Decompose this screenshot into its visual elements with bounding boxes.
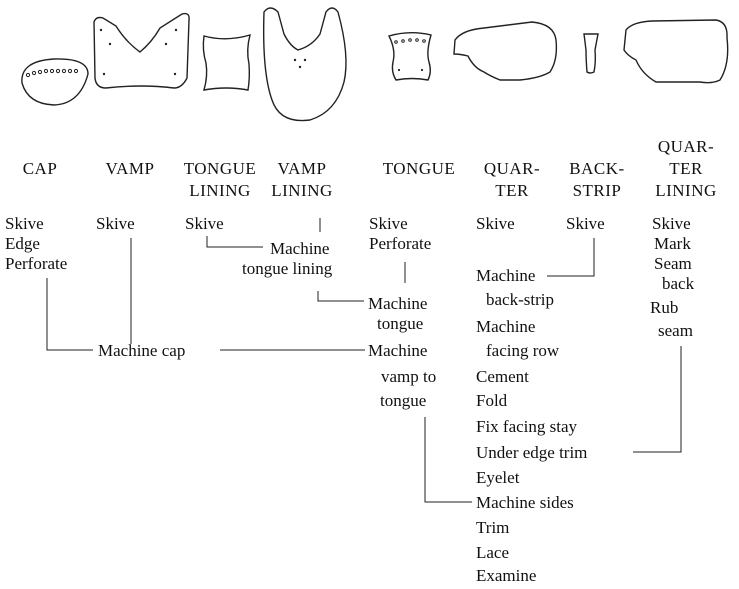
connector-tongue-lining [207, 236, 263, 247]
connector-machine-tongue-lining [318, 291, 364, 301]
connector-quarter-lining [633, 346, 681, 452]
connector-tongue-to-sides [425, 417, 472, 502]
connector-back-strip [547, 238, 594, 276]
connector-cap [47, 278, 93, 350]
